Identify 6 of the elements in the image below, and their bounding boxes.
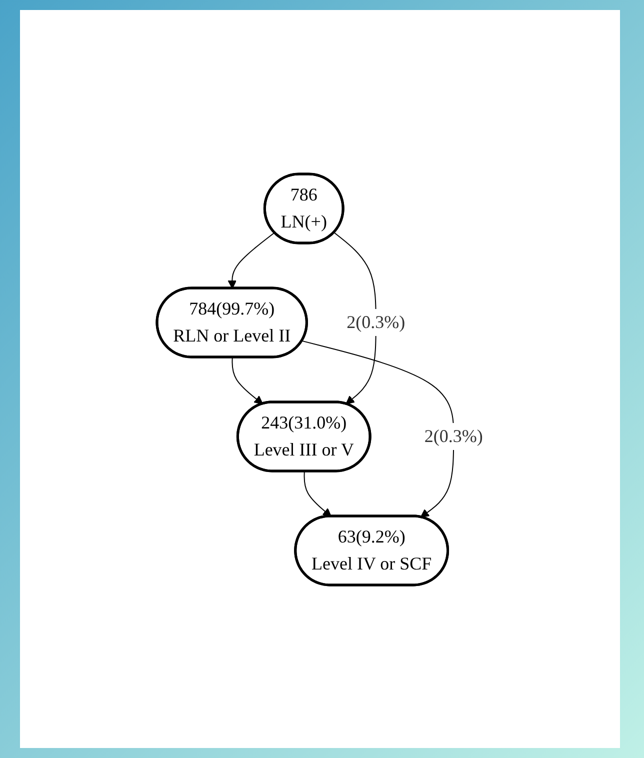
arrow bbox=[232, 356, 264, 404]
edge-label: 2(0.3%) bbox=[346, 312, 406, 332]
arrow bbox=[302, 340, 454, 518]
edge-label: 2(0.3%) bbox=[424, 425, 483, 446]
arrow bbox=[228, 232, 276, 288]
arrow bbox=[304, 470, 332, 516]
